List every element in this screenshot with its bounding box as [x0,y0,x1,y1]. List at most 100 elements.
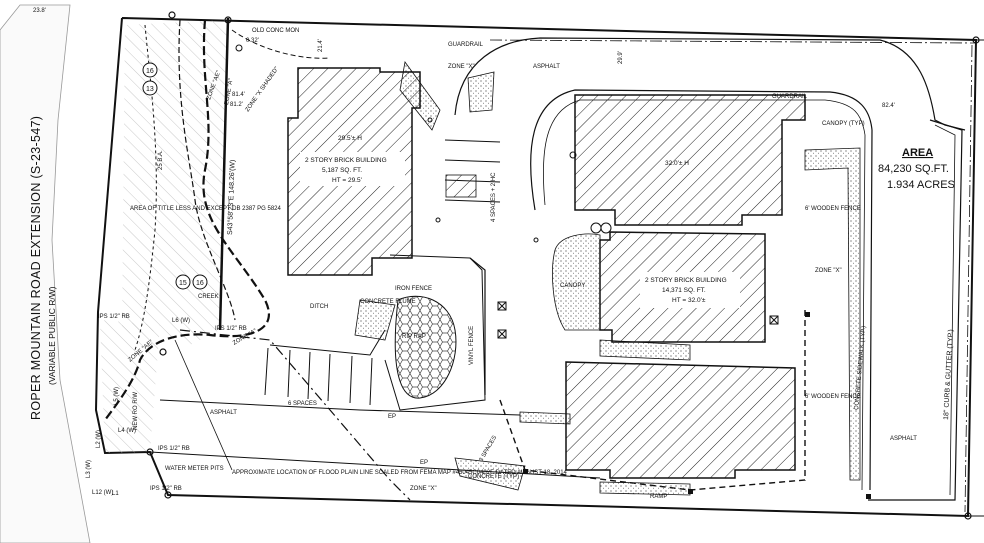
dim-214: 21.4' [318,39,324,52]
ep-label-2: EP [388,414,396,420]
vinyl-fence [469,257,486,395]
parking-stalls-6 [264,347,373,406]
concrete-walk-mid [599,339,691,361]
l5: L5 (W) [114,387,120,405]
manhole-markers [235,44,612,243]
dim-815: 81.2' [230,102,243,108]
building-2-height: HT = 32.0'± [672,297,706,304]
curb-gutter-right2 [934,124,956,496]
building-1-name: 2 STORY BRICK BUILDING [305,157,387,164]
road-name: ROPER MOUNTAIN ROAD EXTENSION (S-23-547) [29,116,43,420]
right-edge-line [968,39,984,517]
concrete-flume [354,299,396,341]
zone-x-top: ZONE "X" [448,64,475,70]
vinyl-fence: VINYL FENCE [469,326,475,365]
concrete-canopy-area [552,233,601,331]
canopy-typ: CANOPY (TYP) [822,121,865,127]
guardrail-top: GUARDRAIL [448,42,484,48]
driveway-outer [454,37,966,131]
dim-299: 29.9' [618,51,624,64]
area-sqft: 84,230 SQ.FT. [878,163,949,175]
building-1-sqft: 5,187 SQ. FT. [322,167,362,174]
building-2-bottom [565,361,796,479]
concrete-island-top [467,71,495,113]
flood-note: APPROXIMATE LOCATION OF FLOOD PLAIN LINE… [232,470,568,476]
asphalt-top: ASPHALT [533,64,560,70]
spaces-4: 4 SPACES + 2 HC [491,172,497,222]
l12: L12 (W) [92,490,113,496]
corner-pins [146,11,980,520]
zone-x-right: ZONE "X" [815,268,842,274]
building-1-height: HT = 29.5' [332,177,362,184]
square-markers [523,312,871,499]
creek-label: CREEK [198,294,219,300]
building-2-label-bg [640,272,740,308]
building-2-sqft: 14,371 SQ. FT. [662,287,706,294]
curb-gutter-right [868,119,963,501]
guardrail-inner: GUARDRAIL [772,94,808,100]
concrete-typ: CONCRETE (TYP) [468,474,519,480]
flood-note-leader [174,339,233,471]
road-right-of-way [0,4,91,543]
label-13: 13 [146,86,154,93]
concrete-sidewalk-right [804,147,861,481]
hc-stall-hatch [445,174,477,198]
building-2-name: 2 STORY BRICK BUILDING [645,277,727,284]
label-16b: 16 [196,280,204,287]
zone-x-shaded: ZONE "X SHADED" [245,66,280,113]
left-strip-hatch [100,320,160,453]
zone-a: ZONE "A" [224,78,235,105]
utility-line-right [964,44,973,513]
zone-x-line [231,29,331,59]
ips-3: IPS 1/2" RB [215,326,247,332]
concrete-strip-bottom [519,411,571,425]
road-offset: 23.8' [33,8,46,14]
water-meter: WATER METER PITS [165,466,224,472]
canopy: CANOPY [560,283,585,289]
building-2-top [574,94,806,226]
area-of-title-hatch [122,20,228,345]
rip-rap [394,295,457,399]
zone-ae-line [178,19,236,321]
ips-1: IPS 1/2" RB [158,446,190,452]
rip-rap: RIP RAP [402,334,426,340]
iron-fence: IRON FENCE [395,286,432,292]
l6: L6 (W) [172,318,190,324]
driveway-inner [530,89,873,491]
x-boxes [497,301,779,339]
l1: L1 [112,491,119,497]
old-conc-mon-dim: 0.32' [246,38,259,44]
ep-label: EP [420,460,428,466]
road-row: (VARIABLE PUBLIC R/W) [47,286,57,385]
building-1-spot: 29.5'± H [338,135,362,142]
concrete-ramp [599,481,691,496]
concrete-flume: CONCRETE FLUME [360,299,416,305]
wooden-fence-1: 6' WOODEN FENCE [805,206,861,212]
ramp: RAMP [650,494,667,500]
dim-824: 82.4' [882,103,895,109]
mid-parking-edge [269,329,386,356]
building-2-spot: 32.0'± H [665,160,689,167]
new-ro-rw: NEW RO R/W [133,392,139,430]
zone-x-bottom: ZONE "X" [410,486,437,492]
area-acres: 1.934 ACRES [887,179,955,191]
spaces-6: 6 SPACES [288,401,317,407]
l2: L2 (W) [96,430,102,448]
circled-labels [142,62,208,290]
l3: L3 (W) [86,460,92,478]
area-of-title: AREA OF TITLE LESS AND EXCEPT DB 2387 PG… [130,206,282,212]
l4: L4 (W) [118,428,136,434]
area-title: AREA [902,147,933,159]
asphalt-left: ASPHALT [210,410,237,416]
old-conc-mon: OLD CONC MON [252,28,299,34]
curb-gutter: 18" CURB & GUTTER (TYP.) [943,329,955,420]
ips-4: IPS 1/2" RB [98,314,130,320]
db-area: 25 B.A. [158,150,164,170]
ditch: DITCH [310,304,328,310]
utility-line-top [489,39,976,44]
dim-814: 81.4' [232,92,245,98]
bearing: S43°58'23"E 148.26'(W) [226,160,237,236]
flood-zone-line [104,19,271,421]
spaces-3: 3 SPACES [479,435,499,463]
